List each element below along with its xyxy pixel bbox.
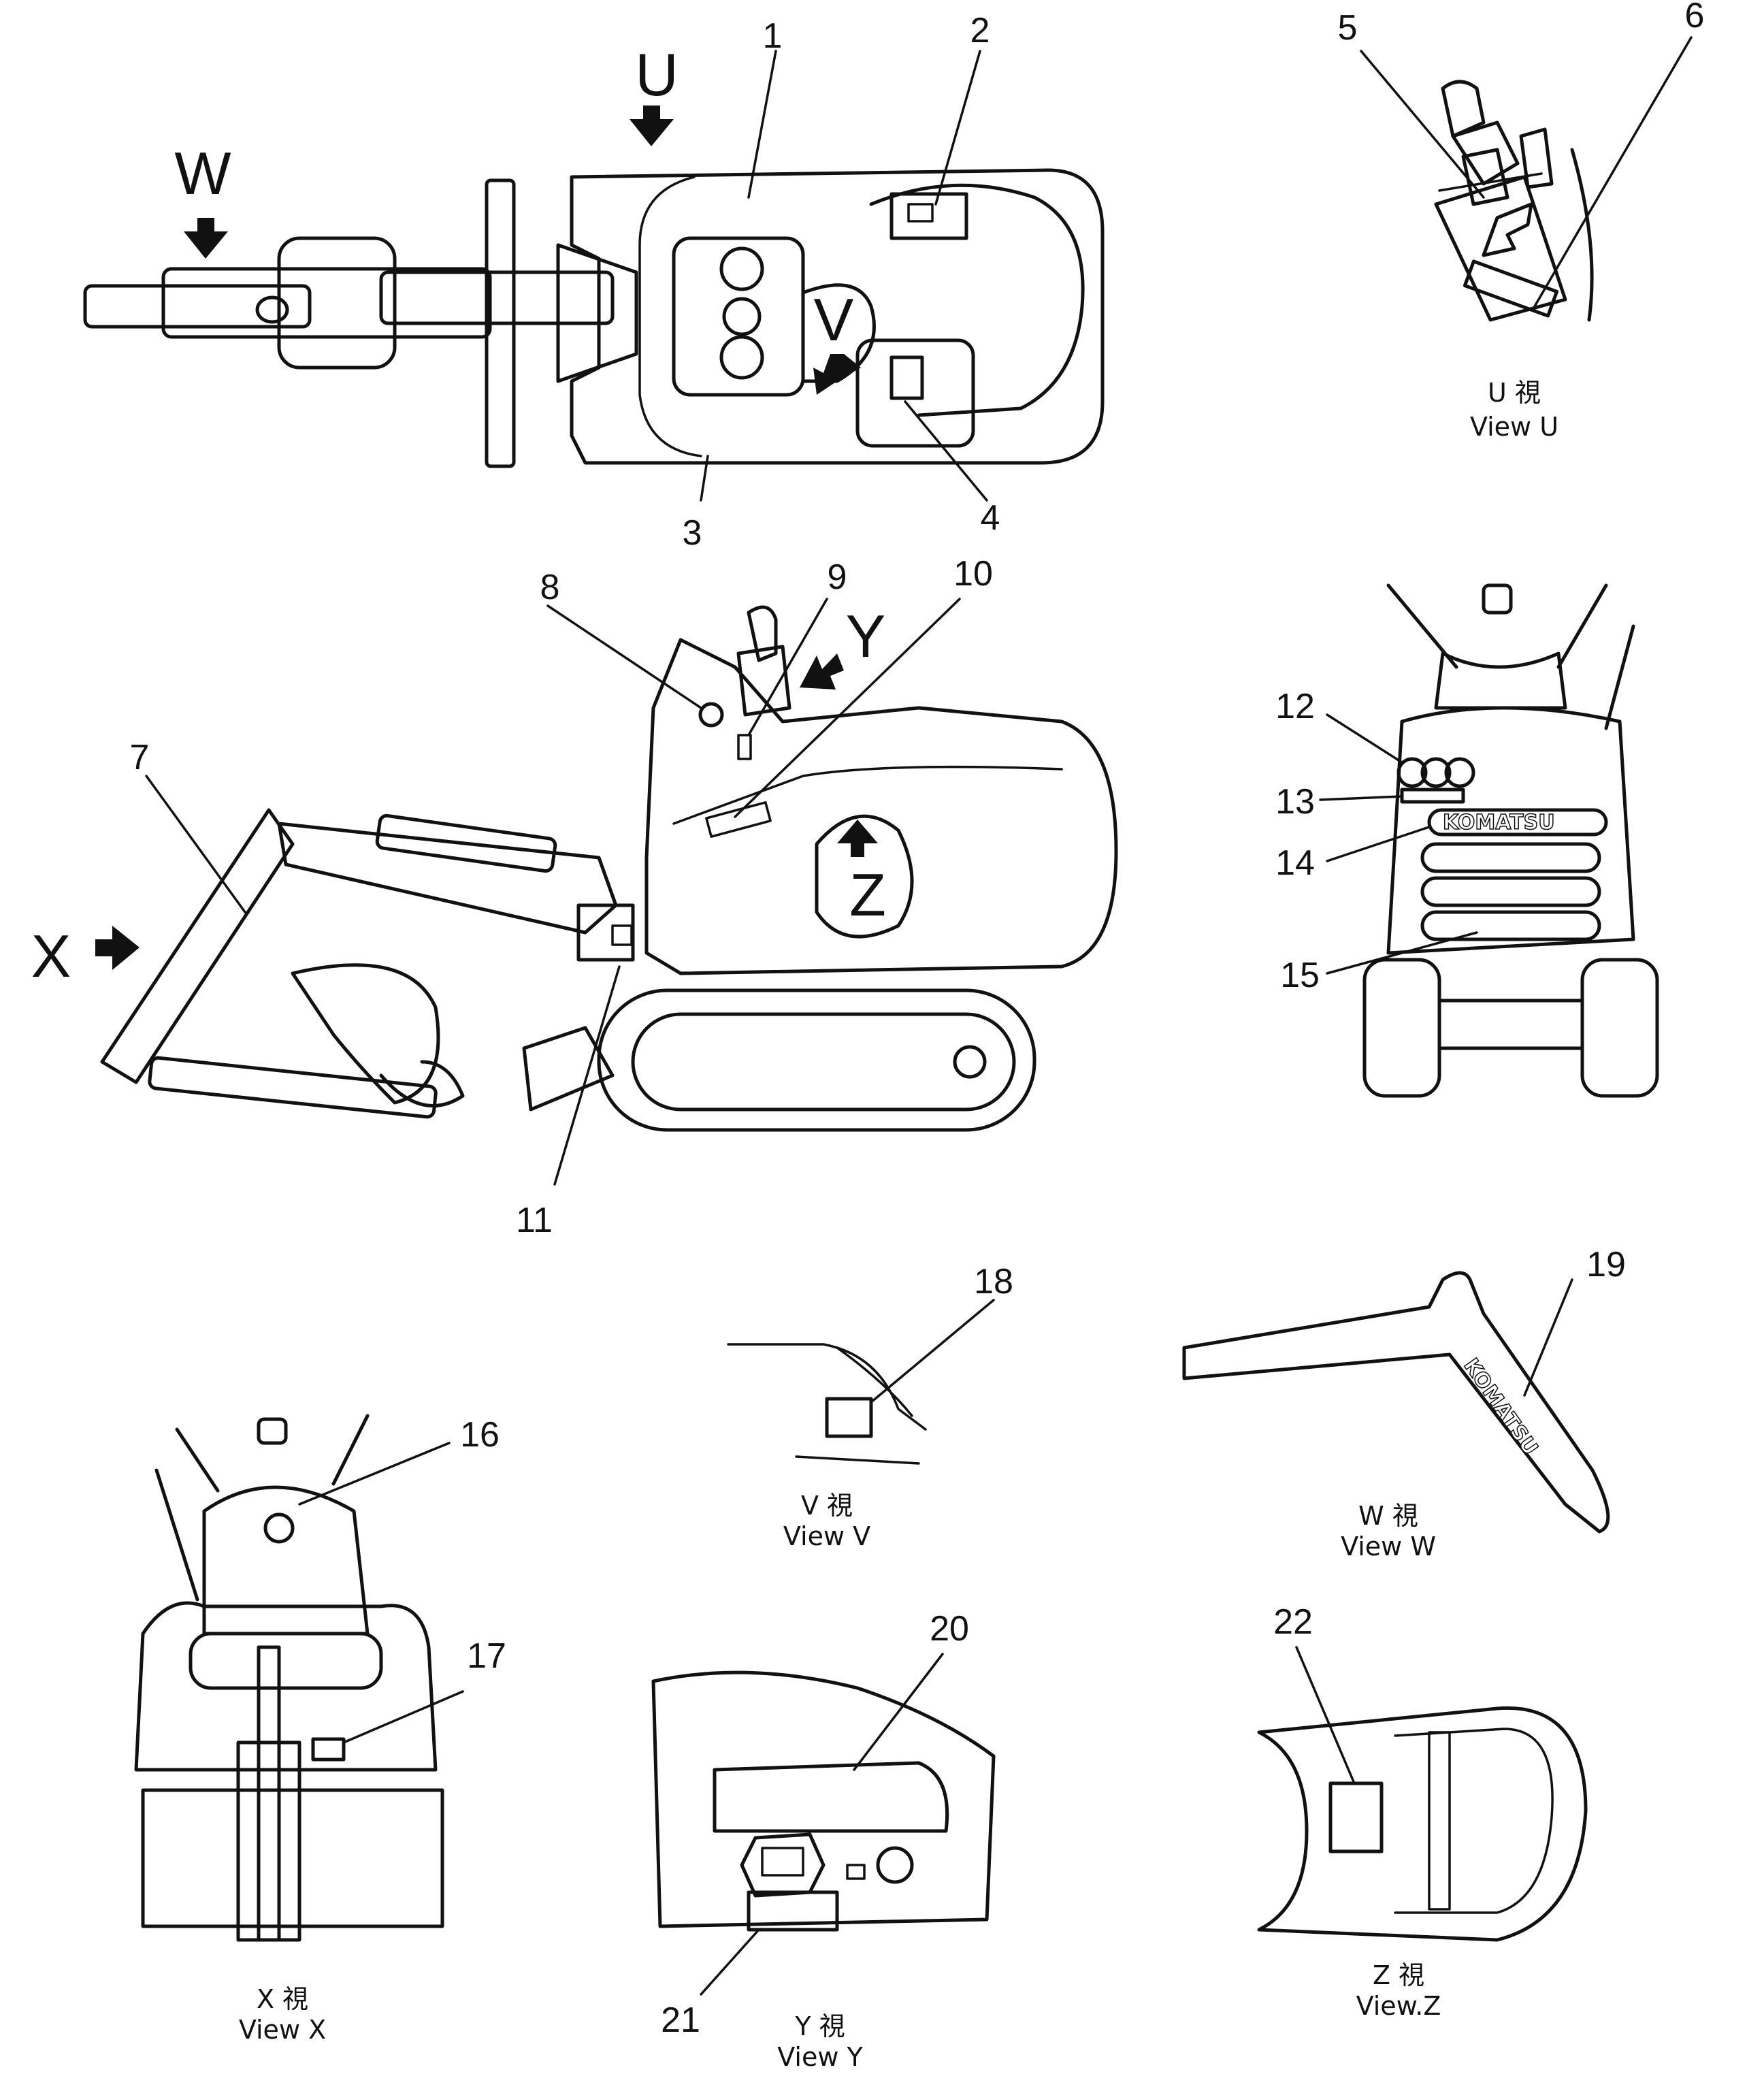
arrow-label-z: Z <box>849 861 886 928</box>
view-x-detail <box>134 1414 464 1942</box>
view-z-detail <box>1257 1646 1588 1942</box>
side-view-machine <box>95 598 1118 1186</box>
view-v-detail <box>727 1299 995 1465</box>
arrow-label-x: X <box>31 922 71 990</box>
callout-8: 8 <box>540 568 560 607</box>
callout-11: 11 <box>516 1201 553 1240</box>
svg-text:KOMATSU: KOMATSU <box>1443 811 1555 835</box>
caption-z-kanji: Z 視 <box>1373 1960 1424 1990</box>
callout-3: 3 <box>683 513 702 553</box>
callout-2: 2 <box>970 11 990 50</box>
callout-19: 19 <box>1586 1245 1626 1284</box>
view-captions: U 視 View U V 視 View V W 視 View W X 視 Vie… <box>239 378 1558 2072</box>
callout-9: 9 <box>828 557 847 597</box>
caption-w-english: View W <box>1341 1532 1436 1561</box>
arrow-label-w: W <box>174 140 231 207</box>
caption-z-english: View.Z <box>1356 1991 1441 2021</box>
callout-20: 20 <box>930 1609 969 1649</box>
callout-10: 10 <box>953 554 993 594</box>
callout-18: 18 <box>974 1262 1013 1301</box>
caption-w-kanji: W 視 <box>1358 1501 1418 1531</box>
arrow-label-v: V <box>814 286 854 353</box>
svg-text:KOMATSU: KOMATSU <box>1458 1355 1542 1460</box>
view-y-detail <box>651 1653 996 1996</box>
callout-7: 7 <box>130 738 150 777</box>
top-view-machine <box>83 50 1105 502</box>
callout-13: 13 <box>1275 782 1315 822</box>
callout-15: 15 <box>1280 956 1320 995</box>
callout-17: 17 <box>467 1636 506 1676</box>
arrow-label-y: Y <box>846 602 886 670</box>
arrow-label-u: U <box>635 41 679 108</box>
callout-6: 6 <box>1685 0 1705 35</box>
caption-v-english: View V <box>783 1521 870 1551</box>
caption-x-kanji: X 視 <box>257 1984 308 2014</box>
callout-4: 4 <box>981 498 1000 538</box>
callout-16: 16 <box>460 1415 500 1455</box>
rear-view-machine: KOMATSU <box>1319 583 1659 1098</box>
caption-u-kanji: U 視 <box>1488 378 1541 408</box>
callout-1: 1 <box>763 16 783 56</box>
caption-x-english: View X <box>239 2015 326 2045</box>
view-w-detail: KOMATSU <box>1182 1271 1610 1534</box>
caption-v-kanji: V 視 <box>801 1491 853 1521</box>
callout-numbers: 1 2 3 4 5 6 7 8 9 10 11 12 13 14 15 16 1… <box>130 0 1705 2040</box>
callout-12: 12 <box>1275 687 1315 726</box>
callout-14: 14 <box>1275 843 1315 883</box>
callout-22: 22 <box>1273 1602 1313 1642</box>
callout-5: 5 <box>1338 8 1358 48</box>
caption-y-kanji: Y 視 <box>794 2011 845 2041</box>
callout-21: 21 <box>661 2000 700 2040</box>
view-arrow-letters: U W V X Y Z <box>31 41 886 990</box>
view-u-detail <box>1360 36 1693 322</box>
caption-u-english: View U <box>1470 412 1558 442</box>
caption-y-english: View Y <box>777 2042 863 2072</box>
